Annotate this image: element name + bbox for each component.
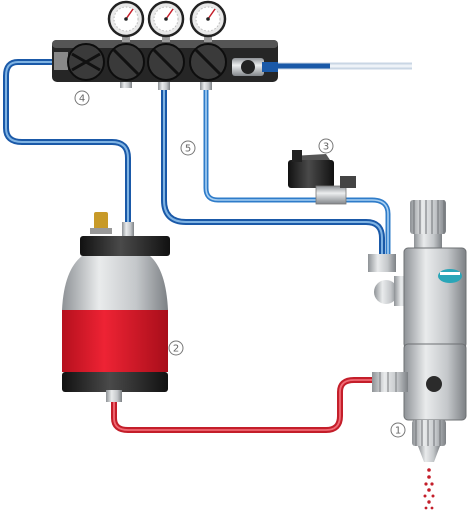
regulator-knob	[147, 43, 185, 81]
solenoid-valve	[288, 150, 356, 205]
pressure-gauge-2	[147, 0, 185, 42]
callout-2: 2	[168, 340, 184, 356]
paint-pressure-tank	[62, 212, 170, 402]
callout-4-label: 4	[79, 94, 85, 105]
callout-3: 3	[318, 138, 334, 154]
hose-solenoid-line	[203, 88, 391, 256]
pressure-gauge-3	[189, 0, 227, 42]
hose-4-air-to-tank	[3, 59, 131, 228]
pressure-gauge-1	[107, 0, 145, 42]
callout-1: 1	[390, 422, 406, 438]
callout-1-label: 1	[395, 426, 401, 437]
paint-hose	[111, 377, 376, 433]
callout-5-label: 5	[185, 144, 191, 155]
callout-2-label: 2	[173, 344, 179, 355]
callout-5: 5	[180, 140, 196, 156]
regulator-knob	[67, 43, 105, 81]
callout-3-label: 3	[323, 142, 329, 153]
callout-4: 4	[74, 90, 90, 106]
spray-droplets	[423, 468, 435, 510]
spray-valve	[368, 200, 467, 462]
inlet-ball-valve	[232, 58, 278, 76]
air-manifold	[52, 40, 278, 90]
hose-5-air-to-valve	[161, 88, 385, 256]
regulator-knob	[189, 43, 227, 81]
brand-badge	[438, 269, 462, 283]
regulator-knob	[107, 43, 145, 81]
